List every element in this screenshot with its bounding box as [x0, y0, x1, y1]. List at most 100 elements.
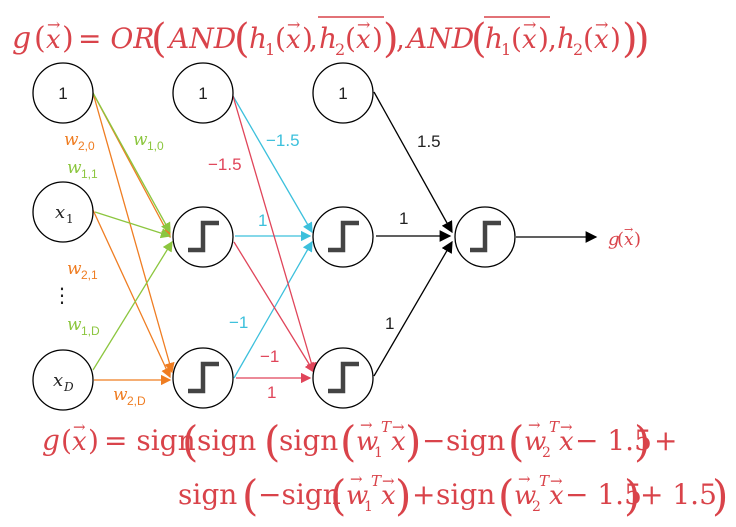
label-w1d-sub: 1,D: [81, 324, 100, 338]
vec-x: x: [594, 25, 609, 55]
node-bias-and: [312, 62, 374, 124]
vec-x: x: [286, 25, 301, 55]
neg-sign: −sign: [258, 478, 341, 511]
edge-out-bias: [373, 91, 453, 234]
vector-arrow: →: [528, 416, 541, 434]
vec-x: x: [522, 25, 537, 55]
formula-top-h1b: h: [485, 22, 503, 55]
formula-top-paren-close: ): [62, 21, 74, 56]
label-cyan-1: 1: [258, 211, 267, 230]
label-w21: w: [67, 259, 82, 279]
minus-1-5: − 1.5: [565, 478, 642, 511]
edge-w11: [94, 211, 172, 239]
vec-x: x: [72, 427, 87, 457]
edge-w21: [92, 209, 171, 379]
formula-top-h2b: h: [557, 22, 575, 55]
big-paren: ): [634, 417, 650, 466]
paren: (: [275, 22, 286, 55]
edge-red-neg1: [233, 241, 315, 374]
node-bias-hidden: [172, 62, 234, 124]
label-bias-hidden: 1: [198, 84, 207, 103]
w-vec: w: [514, 481, 536, 511]
big-paren: (: [234, 16, 250, 62]
big-paren: (: [471, 16, 487, 62]
label-red-neg1: −1: [260, 347, 279, 366]
formula-top-paren-open: (: [34, 21, 46, 56]
label-w10: w: [133, 130, 148, 150]
big-paren: ): [634, 16, 650, 62]
vector-arrow: →: [560, 418, 573, 436]
paren: ): [302, 22, 313, 55]
vector-arrow: →: [357, 15, 370, 34]
label-x1: x: [55, 202, 65, 223]
label-out-1a: 1: [399, 209, 408, 228]
step-function-icon: [328, 220, 359, 253]
w-vec: w: [524, 427, 546, 457]
plus: +: [654, 424, 677, 457]
sign-text: sign: [197, 424, 256, 457]
step-icons: [188, 220, 501, 394]
big-paren: (: [242, 471, 258, 520]
vec-x: x: [356, 25, 371, 55]
step-function-icon: [470, 220, 501, 253]
big-paren: (: [508, 417, 524, 466]
label-w2d: w: [113, 385, 128, 405]
label-bias-input: 1: [58, 84, 67, 103]
big-paren: (: [182, 417, 198, 466]
label-w2d-sub: 2,D: [127, 394, 146, 408]
label-w20: w: [64, 130, 79, 150]
vector-arrow: →: [595, 15, 608, 34]
formula-top-eq-or: = OR: [78, 22, 154, 55]
transpose-T: T: [539, 472, 550, 490]
big-paren: (: [330, 471, 346, 520]
vertical-ellipsis: ⋮: [52, 285, 72, 307]
comma: ,: [309, 22, 318, 55]
sign-text: sign: [436, 478, 495, 511]
transpose-T: T: [371, 472, 382, 490]
sign-text: sign: [446, 424, 505, 457]
w-vec: w: [356, 427, 378, 457]
big-paren: (: [340, 417, 356, 466]
transpose-T: T: [549, 418, 560, 436]
formula-bottom: g ( x → ) = sign ( sign ( sign ( w → 1 T…: [42, 416, 728, 520]
vector-arrow: →: [518, 470, 531, 488]
formula-top-h1: h: [249, 22, 267, 55]
minus-1-5: − 1.5: [575, 424, 652, 457]
edge-cyan-neg1: [233, 240, 313, 379]
vector-arrow: →: [550, 472, 563, 490]
plus-1-5: + 1.5: [640, 478, 717, 511]
formula-bottom-eq-sign: = sign: [104, 424, 196, 457]
paren: ): [538, 22, 549, 55]
label-bias-and: 1: [338, 84, 347, 103]
edge-out-1b: [373, 240, 453, 377]
formula-top: g ( x → ) = OR ( AND ( h 1 ( x → ) , h 2…: [12, 15, 650, 62]
paren: ): [634, 229, 641, 250]
w-sub: 2: [542, 445, 551, 461]
vector-arrow: →: [624, 223, 633, 236]
label-w1d: w: [67, 315, 82, 335]
big-paren: (: [498, 471, 514, 520]
label-red-bias: −1.5: [208, 155, 242, 174]
label-w11: w: [67, 158, 82, 178]
edges-green: [92, 92, 173, 371]
comma: ,: [548, 22, 557, 55]
vec-x: x: [391, 427, 406, 457]
paren: (: [345, 22, 356, 55]
formula-top-h2: h: [319, 22, 337, 55]
step-function-icon: [188, 361, 219, 394]
label-out-bias: 1.5: [417, 132, 441, 151]
vec-x: x: [381, 481, 396, 511]
label-xd: x: [53, 370, 63, 391]
big-paren: (: [264, 417, 280, 466]
sign-text: sign: [178, 478, 237, 511]
output-x: x: [624, 230, 634, 250]
vector-arrow: →: [350, 470, 363, 488]
output-label: g ( x → ): [608, 223, 641, 250]
big-paren: ): [624, 471, 640, 520]
label-w11-sub: 1,1: [81, 167, 98, 181]
vector-arrow: →: [47, 15, 60, 34]
edge-red-bias: [232, 95, 317, 374]
paren: (: [583, 22, 594, 55]
label-x1-sub: 1: [66, 212, 74, 226]
